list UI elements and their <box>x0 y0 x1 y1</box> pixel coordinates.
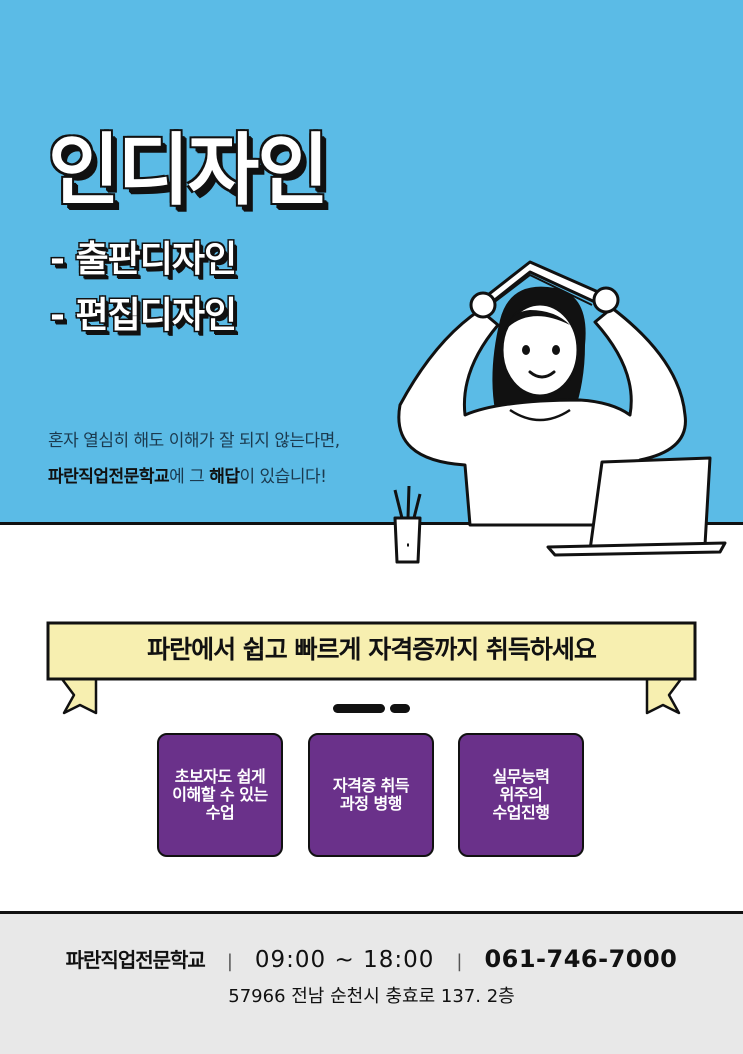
feature-label: 실무능력 위주의 수업진행 <box>492 767 550 822</box>
tagline-end: 이 있습니다! <box>239 467 327 487</box>
feature-label: 초보자도 쉽게 이해할 수 있는 수업 <box>172 767 268 822</box>
decorative-dash-short <box>390 704 410 713</box>
tagline-answer: 해답 <box>209 467 240 487</box>
banner-text: 파란에서 쉽고 빠르게 자격증까지 취득하세요 <box>147 635 597 664</box>
feature-card-beginner: 초보자도 쉽게 이해할 수 있는 수업 <box>157 733 283 857</box>
tagline-school-name: 파란직업전문학교 <box>48 467 170 487</box>
feature-card-certificate: 자격증 취득 과정 병행 <box>308 733 434 857</box>
tagline-mid: 에 그 <box>169 467 210 487</box>
footer-hours: 09:00 ~ 18:00 <box>254 947 435 973</box>
subtitle-publishing-design: - 출판디자인 <box>50 239 237 280</box>
footer-phone[interactable]: 061-746-7000 <box>484 945 678 973</box>
footer: 파란직업전문학교 | 09:00 ~ 18:00 | 061-746-7000 5796… <box>0 911 743 1054</box>
page-title: 인디자인 <box>48 126 329 216</box>
tagline-line-2: 파란직업전문학교에 그 해답이 있습니다! <box>48 462 327 487</box>
footer-separator: | <box>226 951 233 972</box>
footer-address: 57966 전남 순천시 충효로 137. 2층 <box>228 986 515 1007</box>
decorative-dash <box>333 704 385 713</box>
footer-school-name: 파란직업전문학교 <box>65 948 206 972</box>
feature-card-practical: 실무능력 위주의 수업진행 <box>458 733 584 857</box>
banner-ribbon <box>46 621 697 715</box>
student-with-book-illustration <box>393 260 727 564</box>
footer-separator: | <box>456 951 463 972</box>
subtitle-editorial-design: - 편집디자인 <box>50 295 237 336</box>
feature-label: 자격증 취득 과정 병행 <box>332 776 410 813</box>
tagline-line-1: 혼자 열심히 해도 이해가 잘 되지 않는다면, <box>48 431 340 451</box>
footer-contact-line: 파란직업전문학교 | 09:00 ~ 18:00 | 061-746-7000 <box>0 944 743 973</box>
